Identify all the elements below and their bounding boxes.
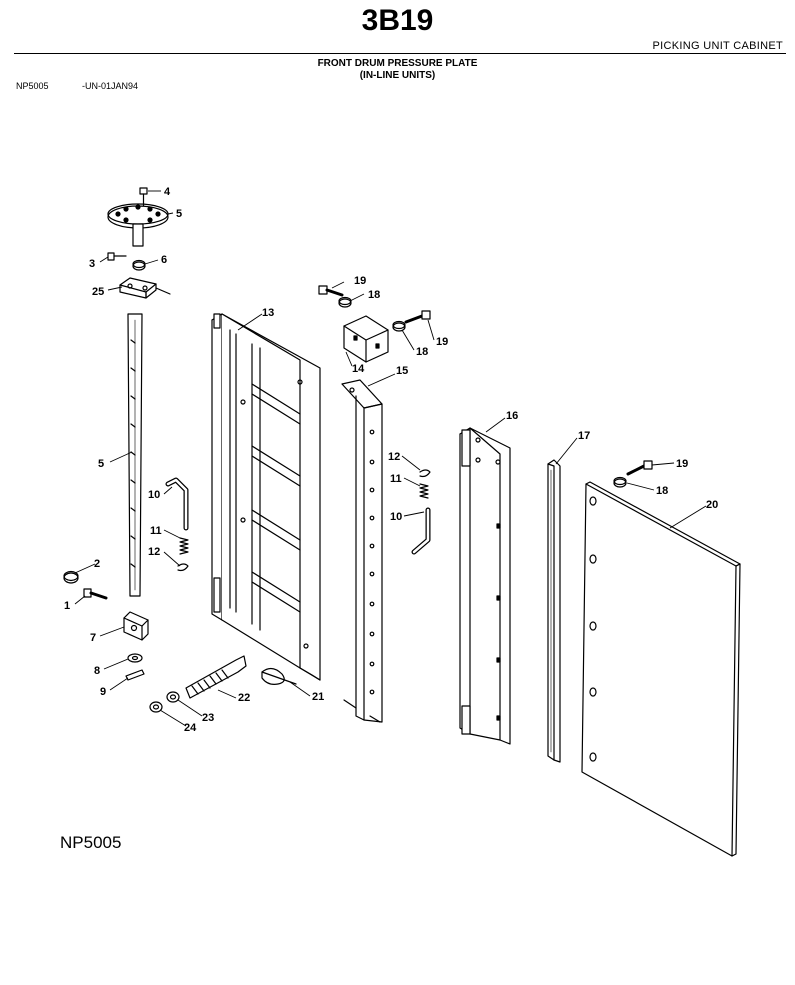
part-6-nut: [132, 259, 146, 271]
callout-13: 13: [262, 307, 274, 319]
callout-18-right: 18: [656, 485, 668, 497]
callout-24: 24: [184, 722, 197, 734]
callout-1: 1: [64, 600, 70, 612]
part-23-nut: [166, 691, 180, 703]
part-19-bolt-mid: [404, 310, 431, 324]
part-10-pin-right: [411, 507, 431, 555]
callout-11-left: 11: [150, 525, 162, 537]
part-10-pin-left: [165, 477, 189, 531]
part-12-clip-left: [177, 563, 189, 572]
callout-10-right: 10: [390, 511, 402, 523]
part-15-channel: [341, 379, 383, 723]
part-8-washer: [127, 653, 143, 663]
callout-19-upper: 19: [354, 275, 366, 287]
callout-22: 22: [238, 692, 250, 704]
part-11-spring-right: [419, 483, 429, 499]
diagram-title: FRONT DRUM PRESSURE PLATE: [317, 58, 478, 69]
callout-25: 25: [92, 286, 104, 298]
callout-7: 7: [90, 632, 96, 644]
callout-21: 21: [312, 691, 324, 703]
reference-date: -UN-01JAN94: [82, 81, 139, 91]
part-24-nut: [149, 701, 163, 713]
callout-17: 17: [578, 430, 590, 442]
callout-23: 23: [202, 712, 214, 724]
callout-18-mid: 18: [416, 346, 428, 358]
callout-11-right: 11: [390, 473, 402, 485]
part-25-bracket: [119, 277, 171, 299]
callout-10-left: 10: [148, 489, 160, 501]
callout-3: 3: [89, 258, 95, 270]
callout-9: 9: [100, 686, 106, 698]
callout-19-right: 19: [676, 458, 688, 470]
part-5-plate: [107, 203, 169, 247]
part-21-clip: [261, 667, 297, 685]
callout-19-mid: 19: [436, 336, 448, 348]
callout-5-shaft: 5: [98, 458, 104, 470]
part-7-block: [123, 611, 149, 641]
part-12-clip-right: [419, 469, 431, 478]
callout-2: 2: [94, 558, 100, 570]
part-13-frame: [211, 313, 321, 681]
callout-20: 20: [706, 499, 718, 511]
callout-16: 16: [506, 410, 518, 422]
callout-14: 14: [352, 363, 365, 375]
header-rule: [14, 53, 786, 54]
part-9-pin: [125, 669, 145, 681]
part-19-bolt-right: [626, 460, 653, 476]
page-code: 3B19: [361, 4, 434, 37]
part-4-bolt: [139, 187, 148, 209]
callout-6: 6: [161, 254, 167, 266]
part-18-nut-upper: [338, 296, 352, 308]
part-5-shaft: [127, 313, 143, 597]
callout-18-upper: 18: [368, 289, 380, 301]
callout-12-left: 12: [148, 546, 160, 558]
part-18-nut-mid: [392, 320, 406, 332]
part-17-strip: [547, 459, 561, 763]
callout-15: 15: [396, 365, 408, 377]
part-18-nut-right: [613, 476, 627, 488]
leader-lines: [74, 190, 707, 727]
callout-8: 8: [94, 665, 100, 677]
part-1-bolt: [83, 588, 108, 600]
reference-id: NP5005: [16, 81, 49, 91]
section-name: PICKING UNIT CABINET: [652, 40, 783, 52]
callout-5-top: 5: [176, 208, 182, 220]
callout-labels: 4 5 3 6 25 5 10 11 12 2 1 7 8 9 13 14 15…: [64, 186, 718, 734]
part-20-panel: [581, 481, 741, 857]
diagram-subtitle: (IN-LINE UNITS): [359, 70, 436, 81]
part-19-bolt-upper: [318, 285, 344, 297]
part-3-screw: [107, 252, 127, 261]
part-16-hinge-plate: [459, 427, 511, 745]
part-22-threaded-rod: [185, 655, 247, 699]
part-2-nut: [63, 570, 79, 584]
figure-id: NP5005: [60, 833, 122, 852]
callout-4: 4: [164, 186, 171, 198]
part-11-spring-left: [179, 537, 189, 555]
part-14-block: [343, 315, 389, 363]
callout-12-right: 12: [388, 451, 400, 463]
